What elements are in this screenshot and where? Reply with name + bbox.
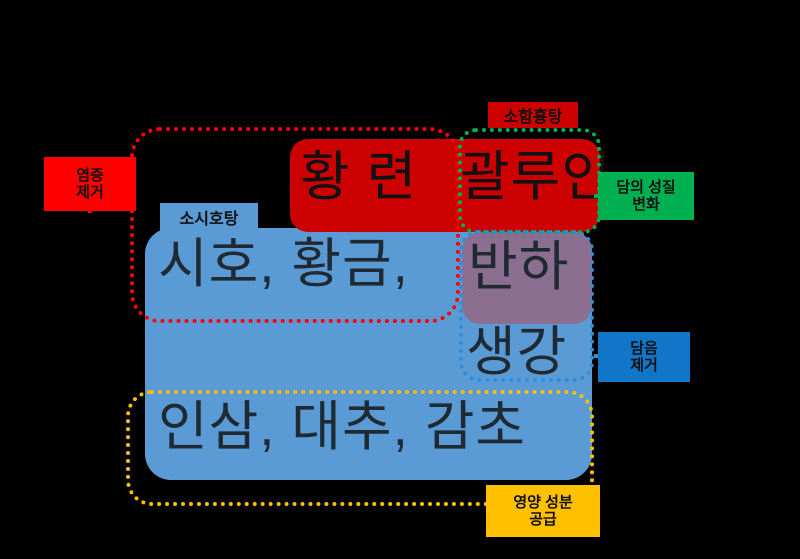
callout-line-1: 염증 [76,166,104,184]
callout-line-1: 담의 성질 [616,178,676,196]
callout-line-2: 제거 [630,357,658,374]
callout-line-1: 담음 [630,339,658,357]
callout-line-1: 영양 성분 [513,493,573,511]
herb-label-gwalluin: 괄루인 [460,147,613,207]
callout-line-2: 제거 [76,184,104,201]
callout-yeongyang-seongbun-gonggeup: 영양 성분 공급 [486,485,600,537]
callout-line-2: 공급 [529,511,557,528]
callout-dameum-jeogeo: 담음 제거 [598,332,690,382]
callout-line-2: 변화 [632,196,660,213]
herb-label-siho-hwanggeum: 시호, 황금, [158,234,409,294]
herb-label-hwangryeon: 황 련 [300,147,418,207]
herb-label-saenggang: 생강 [466,322,568,382]
formula-tab-sosihotang: 소시호탕 [160,203,258,231]
herb-label-banha: 반하 [468,237,570,297]
callout-yeomjung-jeogeo: 염증 제거 [44,157,136,211]
herb-block-sohamhyungtang [290,139,600,232]
callout-dam-seongjil-byeonhwa: 담의 성질 변화 [598,172,694,220]
herb-label-insam-daechu-gamcho: 인삼, 대추, 감초 [158,397,527,457]
formula-tab-sohamhyungtang: 소함흉탕 [488,102,578,128]
herb-block-banha-shared [462,232,592,324]
